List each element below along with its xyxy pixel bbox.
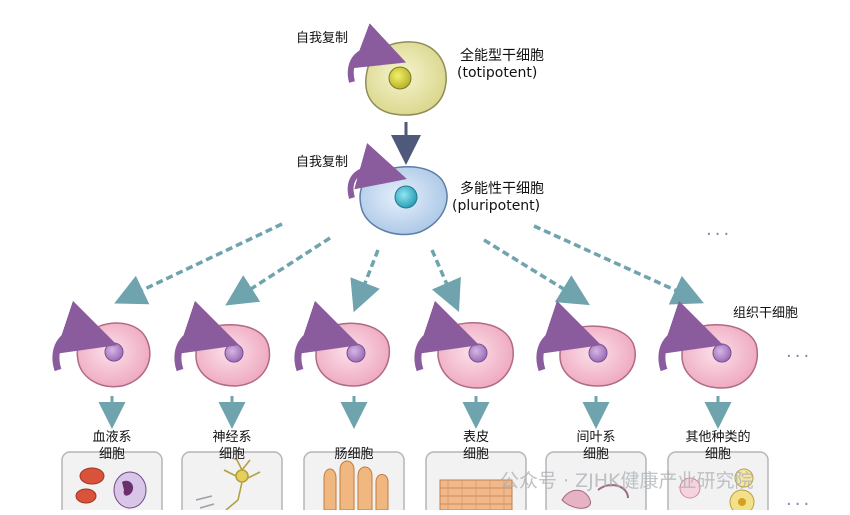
tissue-cell (294, 300, 391, 387)
mesenchymal-illustration (561, 483, 629, 509)
tissue-stem-cells (52, 300, 759, 389)
lineage-label: 细胞 (98, 447, 126, 462)
self-renewal-label-middle: 自我复制 (296, 155, 349, 170)
epidermis-illustration (439, 479, 513, 510)
tissue-cell (658, 300, 759, 389)
tissue-cell (536, 300, 636, 387)
other-cells-illustration (679, 468, 755, 510)
self-renewal-label-top: 自我复制 (296, 31, 349, 46)
totipotent-label: 全能型干细胞 (460, 48, 544, 64)
lineage-label: 血液系 (92, 430, 132, 445)
pluripotent-label: 多能性干细胞 (460, 181, 544, 197)
lineage-label: 细胞 (462, 447, 490, 462)
neuron-illustration (195, 457, 261, 510)
lineage-label: 细胞 (582, 447, 610, 462)
self-renewal-arrow-icon (347, 143, 407, 199)
tissue-cell (174, 300, 271, 387)
self-renewal-arrow-icon (347, 23, 407, 83)
ellipsis-row: ··· (786, 346, 813, 367)
pluripotent-en-label: (pluripotent) (452, 198, 541, 214)
lineage-label: 肠细胞 (334, 447, 374, 462)
tissue-cell (52, 300, 151, 388)
lineage-label: 神经系 (212, 430, 252, 445)
tissue-cell (414, 300, 514, 389)
pluripotent-cell (359, 166, 448, 236)
intestine-illustration (323, 460, 389, 510)
lineage-label: 表皮 (462, 430, 490, 445)
lineage-label: 细胞 (218, 447, 246, 462)
watermark: 公众号 · ZJHK健康产业研究院 (500, 470, 754, 492)
lineage-label: 其他种类的 (685, 430, 751, 445)
ellipsis-top: ··· (706, 224, 733, 245)
lineage-label: 间叶系 (576, 430, 616, 445)
tissue-stem-cell-label: 组织干细胞 (733, 306, 799, 321)
branch-arrows (114, 222, 704, 313)
lineage-label: 细胞 (704, 447, 732, 462)
differentiation-arrows (98, 396, 732, 429)
totipotent-en-label: (totipotent) (457, 65, 538, 81)
ellipsis-bottom: ··· (786, 494, 813, 515)
blood-cells-illustration (75, 467, 147, 509)
totipotent-cell (365, 41, 447, 116)
